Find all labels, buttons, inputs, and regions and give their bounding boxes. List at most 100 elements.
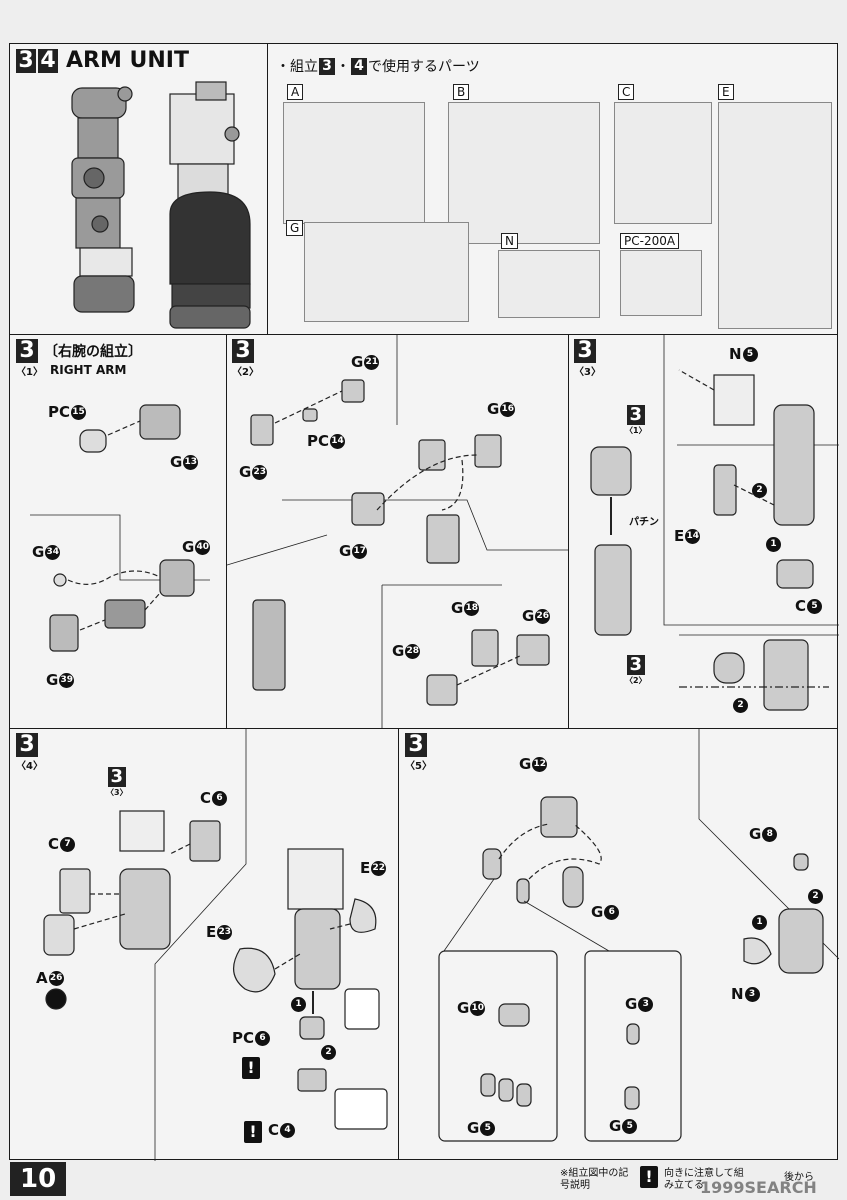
step-3-1-drawing — [30, 404, 210, 652]
legend-from-text: 後から — [784, 1172, 814, 1183]
ref-step-sub: 〈1〉 — [625, 426, 647, 435]
step-3-3-number: 3 — [574, 339, 596, 363]
runner-label-a: A — [287, 84, 304, 100]
step-3-4-drawing — [43, 729, 388, 1161]
step-3-3-drawing — [590, 335, 839, 711]
parts-used-step-4: 4 — [351, 57, 367, 75]
parts-used-panel: ・組立 3 ・ 4 で使用するパーツ A B C E G N PC-200A — [267, 43, 838, 335]
ref-step-sub: 〈2〉 — [625, 676, 647, 685]
runner-pc200a — [620, 250, 702, 316]
step-3-2-badge: 3 〈2〉 — [232, 339, 259, 378]
step-number-3: 3 — [16, 48, 36, 73]
parts-used-step-3: 3 — [319, 57, 335, 75]
order-step-1: 1 — [766, 537, 781, 552]
arm-unit-title: ARM UNIT — [66, 48, 189, 73]
runner-label-g: G — [286, 220, 304, 236]
caution-icon-c4: ! — [244, 1121, 262, 1143]
step-3-3-sub: 〈3〉 — [574, 367, 601, 378]
step-3-2-sub: 〈2〉 — [232, 367, 259, 378]
step-number-4: 4 — [38, 48, 58, 73]
order-step-2: 2 — [808, 889, 823, 904]
order-step-2: 2 — [321, 1045, 336, 1060]
runner-label-e: E — [718, 84, 734, 100]
caution-icon: ! — [242, 1057, 260, 1079]
step-3-1-title-en: RIGHT ARM — [50, 363, 127, 377]
parts-used-sep: ・ — [336, 59, 350, 75]
legend-title: ※組立図中の記号説明 — [560, 1168, 629, 1191]
ref-step-number: 3 — [626, 405, 645, 425]
arm-unit-panel: 3 4 ARM UNIT — [9, 43, 268, 335]
runner-label-pc200a: PC-200A — [620, 233, 680, 249]
step-3-5-drawing — [438, 729, 839, 1142]
step-3-1-sub: 〈1〉 — [16, 367, 43, 378]
runner-label-b: B — [453, 84, 470, 100]
legend-caution-text: 向きに注意して組み立てる — [664, 1168, 744, 1191]
step-3-3-ref-top: 3 〈1〉 — [625, 405, 647, 436]
parts-used-caption-end: で使用するパーツ — [368, 59, 480, 75]
footer: 10 ※組立図中の記号説明 ! 向きに注意して組み立てる 後から 1999SEA… — [0, 1160, 847, 1200]
step-3-2-number: 3 — [232, 339, 254, 363]
step-3-1-badge: 3 〈1〉 — [16, 339, 43, 378]
step-3-4-sub: 〈4〉 — [16, 761, 43, 772]
parts-used-caption-start: ・組立 — [276, 59, 318, 75]
step-3-3-ref-bottom: 3 〈2〉 — [625, 655, 647, 686]
step-3-4-badge: 3 〈4〉 — [16, 733, 43, 772]
arm-unit-illustration — [71, 81, 251, 329]
order-step-1: 1 — [291, 997, 306, 1012]
order-step-2: 2 — [752, 483, 767, 498]
step-3-5-sub: 〈5〉 — [405, 761, 432, 772]
runner-c — [614, 102, 712, 224]
runner-label-c: C — [618, 84, 635, 100]
step-3-5-badge: 3 〈5〉 — [405, 733, 432, 772]
arm-unit-header: 3 4 ARM UNIT — [16, 48, 189, 73]
ref-step-number: 3 — [107, 767, 126, 787]
watermark: 1999SEARCH — [700, 1178, 817, 1197]
runner-g — [304, 222, 469, 322]
step-3-2-drawing — [227, 335, 570, 730]
order-step-1: 1 — [752, 915, 767, 930]
runner-n — [498, 250, 600, 318]
step-3-4-number: 3 — [16, 733, 38, 757]
runner-b — [448, 102, 600, 244]
ref-step-number: 3 — [626, 655, 645, 675]
snap-text: パチン — [629, 517, 659, 528]
ref-step-sub: 〈3〉 — [106, 788, 128, 797]
step-3-3-badge: 3 〈3〉 — [574, 339, 601, 378]
runner-label-n: N — [501, 233, 518, 249]
step-3-1-number: 3 — [16, 339, 38, 363]
parts-used-caption: ・組立 3 ・ 4 で使用するパーツ — [276, 56, 480, 76]
page-number: 10 — [10, 1162, 67, 1196]
